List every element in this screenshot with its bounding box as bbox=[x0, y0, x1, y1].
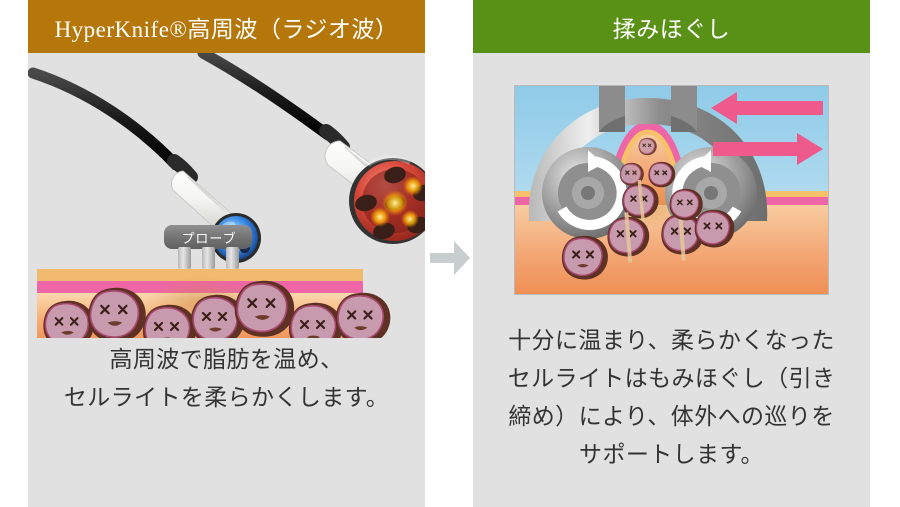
panel-hyperknife: HyperKnife®高周波（ラジオ波） bbox=[27, 0, 437, 507]
caption-momihogushi: 十分に温まり、柔らかくなった セルライトはもみほぐし（引き 締め）により、体外へ… bbox=[481, 321, 862, 473]
illustration-roller-massage bbox=[514, 85, 829, 295]
panel-body-momihogushi: 十分に温まり、柔らかくなった セルライトはもみほぐし（引き 締め）により、体外へ… bbox=[473, 53, 870, 507]
panel-momihogushi: 揉みほぐし bbox=[473, 0, 870, 507]
probe-label-text: プローブ bbox=[181, 230, 237, 246]
caption-line: 高周波で脂肪を温め、 bbox=[109, 346, 344, 372]
rotating-roller-left bbox=[542, 147, 634, 239]
suction-massage-head bbox=[528, 86, 768, 221]
transition-arrow bbox=[428, 232, 472, 284]
probe-skin-svg bbox=[27, 47, 437, 356]
rotation-arrow-left bbox=[588, 150, 603, 172]
probe-label-pill: プローブ bbox=[165, 225, 253, 249]
caption-line: 締め）により、体外への巡りを bbox=[508, 403, 835, 429]
caption-line: セルライトを柔らかくします。 bbox=[63, 384, 390, 410]
panel-header-label-hyperknife: HyperKnife®高周波（ラジオ波） bbox=[54, 16, 399, 42]
electrode-glow bbox=[370, 176, 423, 228]
cellulite-blob-group-right bbox=[561, 137, 735, 280]
pink-arrow-right bbox=[713, 133, 823, 165]
panel-header-hyperknife: HyperKnife®高周波（ラジオ波） bbox=[28, 0, 425, 53]
probe-cable-group bbox=[27, 47, 350, 184]
illustration-probe-and-skin: プローブ bbox=[27, 47, 437, 356]
skin-layer-epidermis bbox=[37, 269, 363, 281]
probe-label-group bbox=[164, 225, 252, 269]
pink-arrow-left bbox=[711, 92, 823, 124]
caption-line: サポートします。 bbox=[579, 441, 764, 467]
roller-massage-svg bbox=[515, 86, 828, 294]
caption-line: 十分に温まり、柔らかくなった bbox=[508, 327, 835, 353]
right-arrow-icon bbox=[430, 241, 470, 275]
probe-tip-red bbox=[349, 155, 437, 244]
panel-header-label-momihogushi: 揉みほぐし bbox=[612, 15, 731, 42]
caption-hyperknife: 高周波で脂肪を温め、 セルライトを柔らかくします。 bbox=[36, 340, 417, 416]
panel-header-momihogushi: 揉みほぐし bbox=[473, 0, 870, 53]
rotation-arrow-right bbox=[696, 150, 711, 172]
panel-body-hyperknife: プローブ 高周波で脂肪を温め、 セルライトを柔らかくします。 bbox=[27, 47, 437, 507]
caption-line: セルライトはもみほぐし（引き bbox=[507, 365, 836, 391]
